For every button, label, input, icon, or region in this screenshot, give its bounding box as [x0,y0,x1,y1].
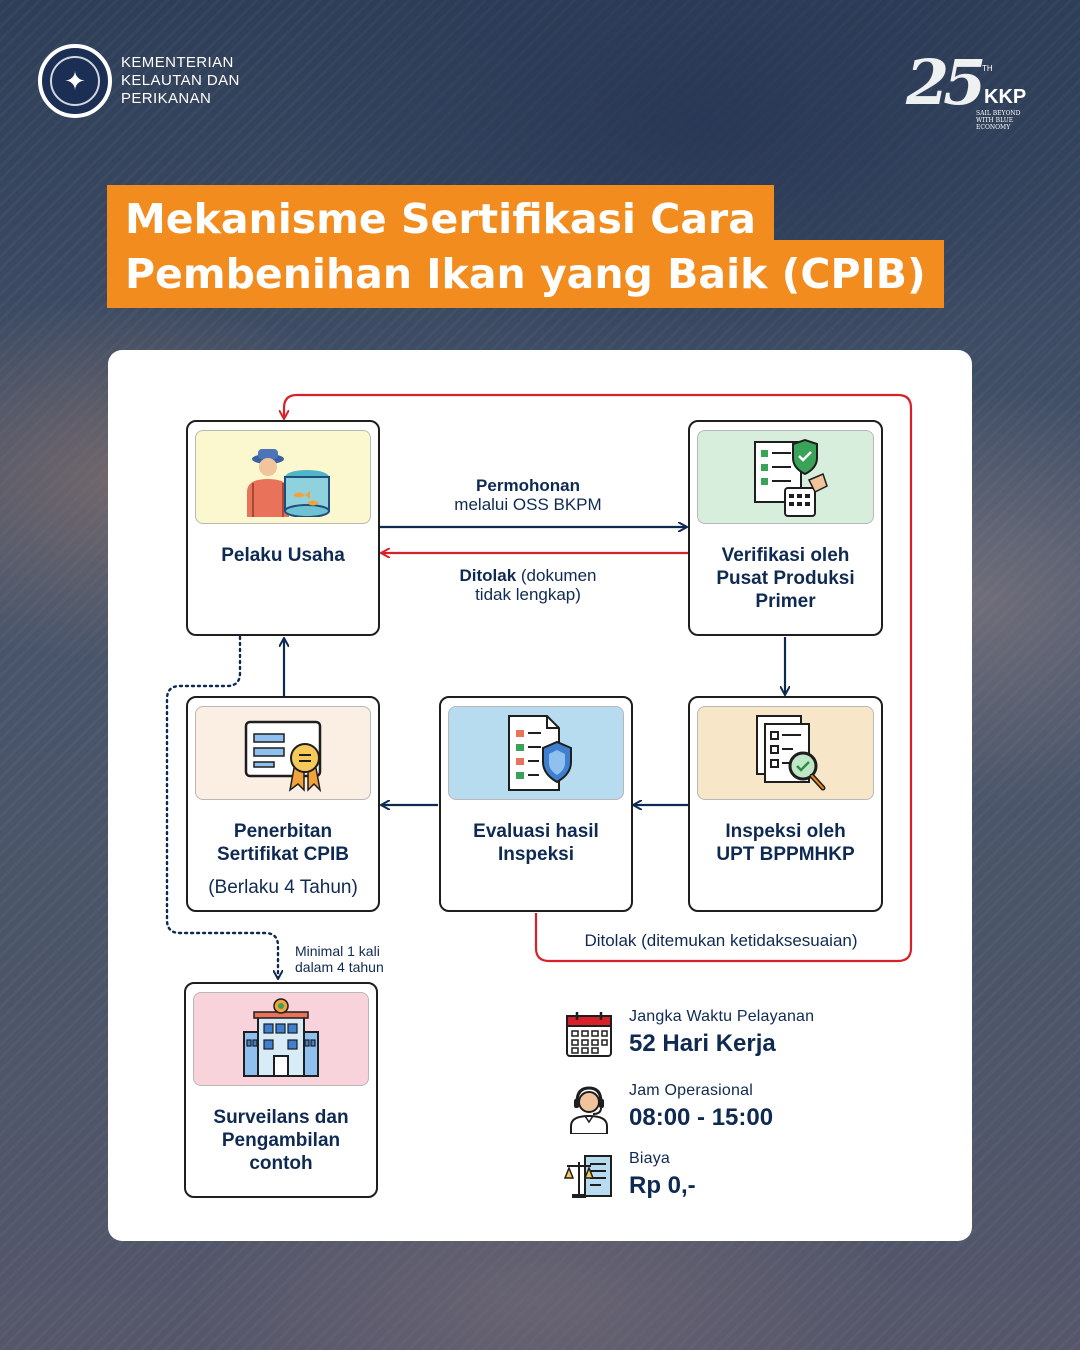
surveilans-line-1: Surveilans dan [213,1107,349,1128]
node-inspeksi: Inspeksi oleh UPT BPPMHKP [688,696,883,912]
ministry-logo: ✦ [38,44,112,118]
tagline-line-1: SAIL BEYOND [976,110,1021,117]
penerbitan-line-1: Penerbitan [233,821,333,842]
arrow-surveilans-dotted [165,635,278,978]
arrow-ditolak-ketidaksesuaian [284,393,913,963]
org-line-2: KELAUTAN DAN [121,72,240,89]
permohonan-rest: melalui OSS BKPM [454,495,602,514]
anniversary-logo: 25 TH KKP SAIL BEYOND WITH BLUE ECONOMY [906,46,1046,131]
info-jangka-waktu: Jangka Waktu Pelayanan 52 Hari Kerja [563,1008,943,1068]
label-minimal: Minimal 1 kali dalam 4 tahun [295,943,384,975]
node-evaluasi: Evaluasi hasil Inspeksi [439,696,633,912]
evaluation-document-shield-icon [448,706,624,800]
anniversary-suffix: TH [982,64,993,73]
org-line-3: PERIKANAN [121,90,212,107]
node-penerbitan: Penerbitan Sertifikat CPIB (Berlaku 4 Ta… [186,696,380,912]
permohonan-bold: Permohonan [476,476,580,495]
inspection-magnifier-icon [697,706,874,800]
verifikasi-label: Verifikasi oleh Pusat Produksi Primer [694,544,877,613]
garuda-emblem-icon: ✦ [50,56,100,106]
info-biaya-value: Rp 0,- [629,1172,696,1199]
info-biaya-title: Biaya [629,1150,671,1167]
tagline-line-2: WITH BLUE ECONOMY [976,117,1014,131]
verifikasi-line-1: Verifikasi oleh [721,545,850,566]
minimal-line-2: dalam 4 tahun [295,959,384,975]
penerbitan-line-2: Sertifikat CPIB [217,844,349,865]
anniversary-tagline: SAIL BEYOND WITH BLUE ECONOMY [976,110,1046,131]
label-ditolak-dokumen: Ditolak (dokumen tidak lengkap) [408,566,648,604]
scale-document-icon [563,1150,615,1202]
info-jam-operasional-value: 08:00 - 15:00 [629,1104,774,1131]
verifikasi-line-2: Pusat Produksi [716,568,855,589]
verifikasi-line-3: Primer [755,591,816,612]
info-jam-operasional-title: Jam Operasional [629,1082,753,1099]
node-pelaku-usaha: Pelaku Usaha [186,420,380,636]
ditolak-rest-2: tidak lengkap) [475,585,581,604]
info-jam-operasional: Jam Operasional 08:00 - 15:00 [563,1082,943,1142]
anniversary-number: 25 [906,46,986,119]
government-building-icon [193,992,369,1086]
penerbitan-note: (Berlaku 4 Tahun) [208,877,358,898]
evaluasi-line-1: Evaluasi hasil [473,821,599,842]
title-line-2: Pembenihan Ikan yang Baik (CPIB) [107,240,944,308]
penerbitan-label: Penerbitan Sertifikat CPIB [192,820,374,866]
info-jangka-waktu-value: 52 Hari Kerja [629,1030,776,1057]
label-ditolak-ketidaksesuaian: Ditolak (ditemukan ketidaksesuaian) [584,931,858,950]
surveilans-line-3: contoh [249,1153,313,1174]
pelaku-usaha-label: Pelaku Usaha [221,545,345,566]
flow-card: Pelaku Usaha Verifikasi oleh Pusat Produ… [108,350,972,1241]
ditolak-rest-1: (dokumen [516,566,597,585]
evaluasi-line-2: Inspeksi [497,844,575,865]
surveilans-label: Surveilans dan Pengambilan contoh [190,1106,372,1175]
ditolak-bold: Ditolak [459,566,517,585]
fish-farmer-icon [195,430,371,524]
info-jangka-waktu-title: Jangka Waktu Pelayanan [629,1008,815,1025]
inspeksi-line-1: Inspeksi oleh [725,821,846,842]
ministry-name: KEMENTERIAN KELAUTAN DAN PERIKANAN [121,54,240,108]
org-line-1: KEMENTERIAN [121,54,234,71]
verification-checklist-icon [697,430,874,524]
minimal-line-1: Minimal 1 kali [295,943,380,959]
info-biaya: Biaya Rp 0,- [563,1150,943,1210]
inspeksi-label: Inspeksi oleh UPT BPPMHKP [694,820,877,866]
certificate-icon [195,706,371,800]
evaluasi-label: Evaluasi hasil Inspeksi [445,820,627,866]
headset-operator-icon [563,1082,615,1135]
surveilans-line-2: Pengambilan [221,1130,341,1151]
anniversary-brand: KKP [984,86,1027,108]
label-permohonan: Permohonan melalui OSS BKPM [408,476,648,514]
node-verifikasi: Verifikasi oleh Pusat Produksi Primer [688,420,883,636]
calendar-icon [563,1008,615,1060]
flow-connectors [165,393,913,1241]
inspeksi-line-2: UPT BPPMHKP [716,844,855,865]
node-surveilans: Surveilans dan Pengambilan contoh [184,982,378,1198]
